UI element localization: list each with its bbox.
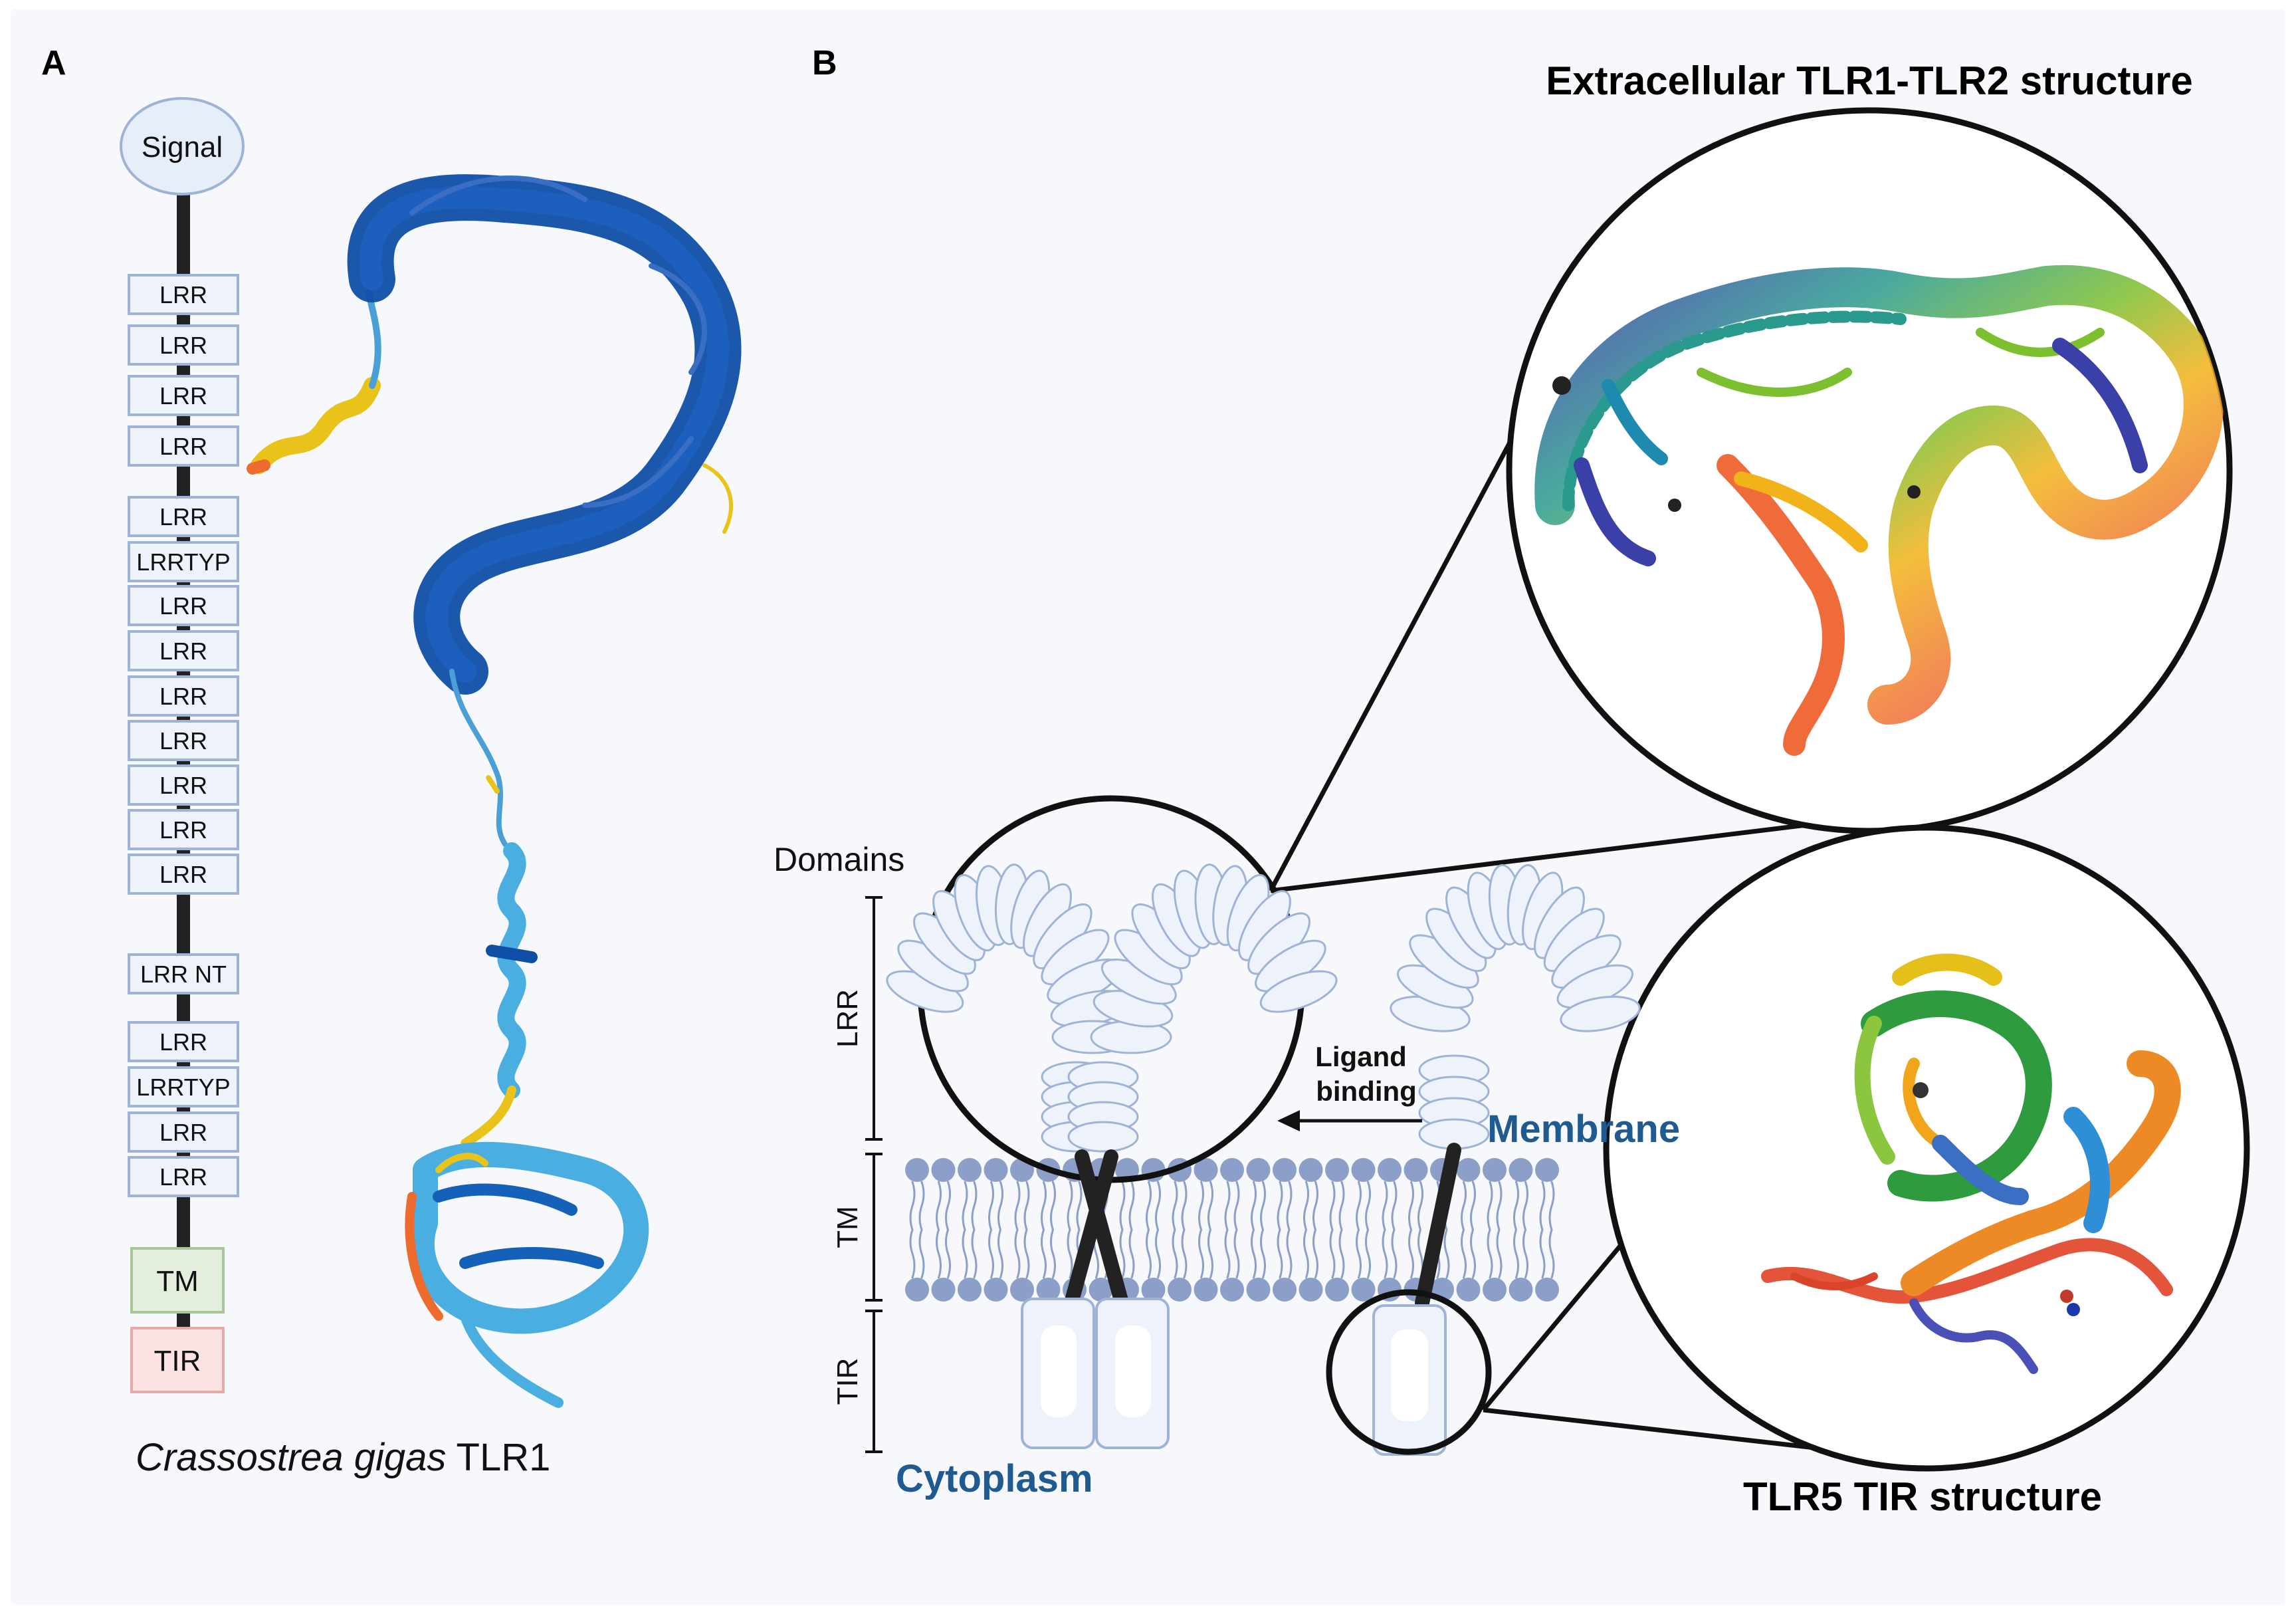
domain-box-label: LRR xyxy=(159,637,207,665)
domain-box xyxy=(128,720,239,761)
tir-source-circle xyxy=(1326,1289,1492,1455)
extracellular-zoom-circle xyxy=(1506,107,2233,834)
domain-scale-bars xyxy=(865,896,883,1453)
panel-b: B Extracellular TLR1-TLR2 structure xyxy=(774,44,2250,1519)
domain-box xyxy=(128,675,239,717)
domain-box xyxy=(128,585,239,626)
domain-box xyxy=(128,1156,239,1197)
domain-box-label: LRR xyxy=(159,382,207,409)
tir-zoom-connector-lower xyxy=(1483,1407,1839,1453)
tir-zoom-circle xyxy=(1603,824,2250,1472)
tm-domain-box xyxy=(130,1247,225,1314)
signal-peptide-shape xyxy=(120,97,245,195)
domain-box xyxy=(128,1111,239,1153)
domain-box-list: LRR LRR LRR LRR LRR LRRTYP LRR LRR LRR LRR LRR LRR L… xyxy=(128,274,239,1197)
domain-box-label: LRR xyxy=(159,1163,207,1191)
species-name-italic: Crassostrea gigas xyxy=(136,1436,446,1479)
domain-box-label: LRR xyxy=(159,727,207,754)
extracellular-tlr1-tlr2-structure-image xyxy=(1506,107,2233,834)
domain-box xyxy=(128,1021,239,1062)
tlr5-tir-structure-image xyxy=(1603,824,2250,1472)
domain-box-label: LRR xyxy=(159,281,207,308)
cytoplasm-label: Cytoplasm xyxy=(896,1457,1093,1500)
domain-box-label: LRR xyxy=(159,1119,207,1146)
domain-box xyxy=(128,854,239,895)
tir-domain-shapes xyxy=(1021,1298,1447,1456)
tir-domain-box xyxy=(130,1327,225,1393)
tir-domain-label: TIR xyxy=(154,1345,201,1377)
panel-b-label: B xyxy=(812,44,837,82)
tm-domain-label: TM xyxy=(156,1265,199,1298)
domain-box-label: LRRTYP xyxy=(136,1074,230,1101)
domain-box-label: LRR xyxy=(159,861,207,888)
domain-box xyxy=(128,953,239,994)
ligand-label-line1: Ligand xyxy=(1315,1041,1407,1072)
domain-box-label: LRR xyxy=(159,332,207,359)
ligand-label-line2: binding xyxy=(1316,1076,1417,1107)
domain-box xyxy=(128,324,239,366)
lrr-ectodomain-shapes xyxy=(886,864,1641,1153)
domain-box-label: LRR xyxy=(159,683,207,710)
domain-box xyxy=(128,809,239,850)
scale-label-lrr: LRR xyxy=(831,989,864,1048)
domain-box xyxy=(128,375,239,416)
scale-label-tm: TM xyxy=(831,1206,864,1248)
domains-title: Domains xyxy=(774,841,904,878)
scale-label-tir: TIR xyxy=(831,1358,864,1405)
domain-box xyxy=(128,630,239,671)
domain-box-label: LRR xyxy=(159,592,207,620)
species-caption: Crassostrea gigas TLR1 xyxy=(136,1436,550,1479)
domain-box xyxy=(128,541,239,582)
zoom-connector-upper xyxy=(1268,388,1541,892)
zoom-connector-lower xyxy=(1270,815,1867,893)
domain-box xyxy=(128,764,239,806)
signal-peptide-label: Signal xyxy=(142,131,223,164)
membrane-label: Membrane xyxy=(1487,1107,1680,1151)
panel-a: A Signal LRRLRRLRRLRRLRRLRRTYPLRRLRRLRRL… xyxy=(41,44,742,1479)
transmembrane-helices xyxy=(1064,1143,1461,1310)
domain-box xyxy=(128,274,239,315)
protein-name: TLR1 xyxy=(457,1436,551,1479)
tir-structure-title: TLR5 TIR structure xyxy=(1743,1474,2102,1519)
domain-box xyxy=(128,496,239,537)
domain-box xyxy=(128,425,239,467)
domain-box-label: LRRTYP xyxy=(136,548,230,576)
domain-box-label: LRR NT xyxy=(140,961,227,988)
domain-box-label: LRR xyxy=(159,772,207,799)
domain-box-label: LRR xyxy=(159,503,207,530)
extracellular-structure-title: Extracellular TLR1-TLR2 structure xyxy=(1546,58,2193,103)
domain-box-label: LRR xyxy=(159,816,207,844)
domain-box xyxy=(128,1066,239,1107)
ligand-arrow-head xyxy=(1277,1110,1300,1131)
panel-a-label: A xyxy=(41,44,66,82)
tlr1-predicted-structure-image xyxy=(247,174,742,1408)
domain-box-label: LRR xyxy=(159,433,207,460)
domain-box-label: LRR xyxy=(159,1028,207,1056)
